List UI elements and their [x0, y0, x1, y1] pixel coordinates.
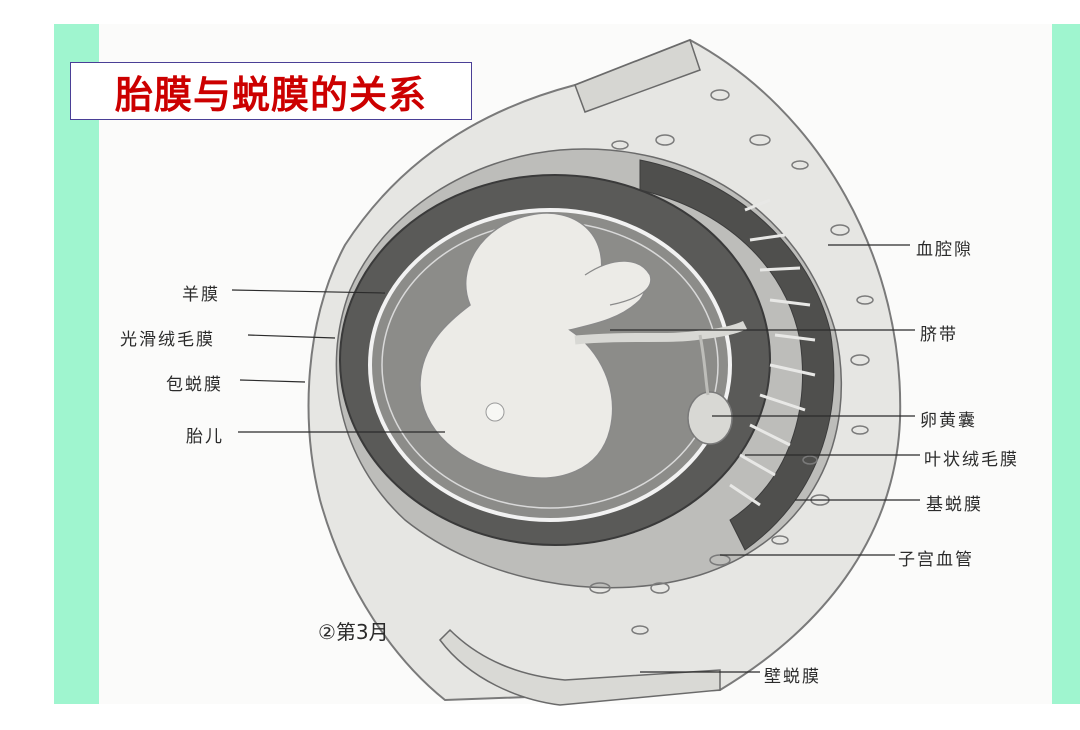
label-parietal-decidua: 壁蜕膜 [764, 667, 821, 687]
right-accent-band [1052, 24, 1080, 704]
decidua-vessels [589, 89, 874, 635]
leader-amnion [231, 289, 386, 294]
fetus-eye [485, 402, 505, 422]
leader-capsular-decidua [239, 379, 306, 383]
leader-smooth-chorion [247, 334, 336, 339]
yolk-sac [687, 391, 733, 445]
label-umbilical-cord: 脐带 [920, 325, 958, 345]
wall-bottom-cut [439, 628, 721, 706]
label-blood-lacunae: 血腔隙 [916, 240, 973, 260]
label-amnion: 羊膜 [182, 285, 220, 305]
label-villous-chorion: 叶状绒毛膜 [924, 450, 1019, 470]
title-box: 胎膜与蜕膜的关系 [70, 62, 472, 120]
chorionic-villi [729, 198, 816, 507]
label-uterine-vessels: 子宫血管 [898, 550, 974, 570]
label-yolk-sac: 卵黄囊 [920, 411, 977, 431]
label-basal-decidua: 基蜕膜 [926, 495, 983, 515]
wall-top-cut [574, 39, 701, 113]
label-capsular-decidua: 包蜕膜 [166, 375, 223, 395]
fetus-arm [584, 260, 652, 306]
page-title: 胎膜与蜕膜的关系 [114, 72, 427, 117]
figure-caption: ②第3月 [318, 620, 389, 644]
left-accent-band [54, 24, 99, 704]
label-fetus: 胎儿 [186, 427, 224, 447]
label-smooth-chorion: 光滑绒毛膜 [120, 330, 215, 350]
